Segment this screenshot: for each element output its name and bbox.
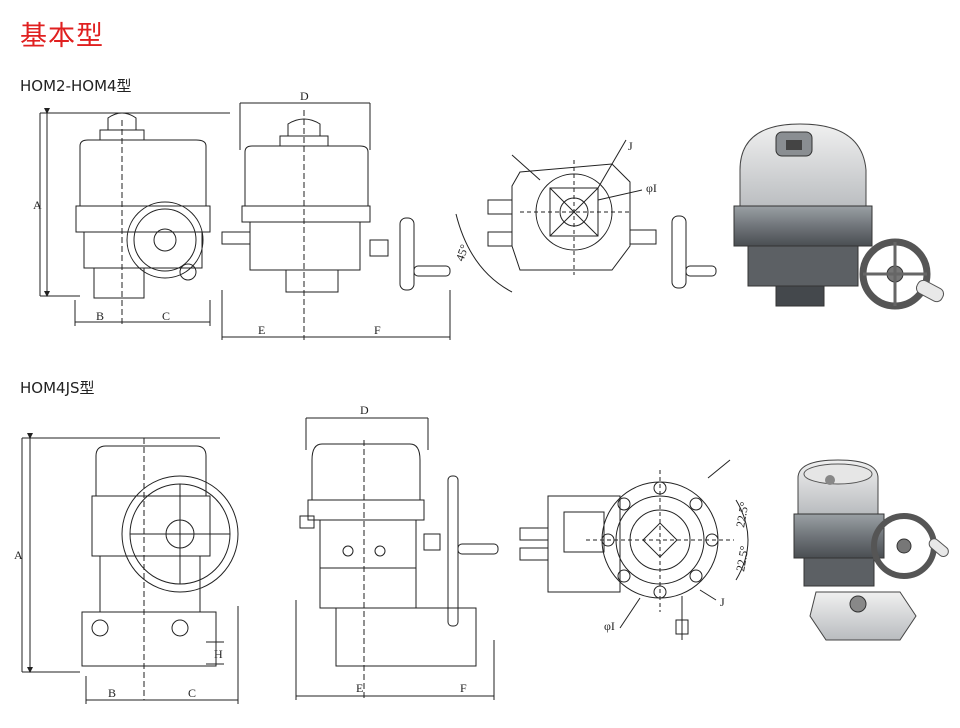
dim-label-f-2: F <box>460 681 467 695</box>
dim-label-h: H <box>214 647 223 661</box>
dim-label-b-1: B <box>96 309 104 323</box>
hom2-top-view <box>455 139 717 293</box>
angle-label-45: 45° <box>453 242 472 263</box>
page-title: 基本型 <box>20 21 104 52</box>
dim-label-e-1: E <box>258 323 265 337</box>
angle-label-22-5-top: 22.5° <box>733 500 751 528</box>
dim-label-d-1: D <box>300 89 309 103</box>
hom4js-3d-render <box>793 459 949 641</box>
dim-label-c-1: C <box>162 309 170 323</box>
dim-label-c-2: C <box>188 686 196 700</box>
dim-label-b-2: B <box>108 686 116 700</box>
hom4js-front-view <box>21 433 239 704</box>
dim-label-j-1: J <box>628 139 633 153</box>
hom4js-top-view <box>519 459 749 640</box>
section-title-hom4js: HOM4JS型 <box>20 379 95 397</box>
dim-label-f-1: F <box>374 323 381 337</box>
hom2-3d-render <box>733 123 945 310</box>
dim-label-i-1: φI <box>646 181 657 195</box>
dim-label-d-2: D <box>360 403 369 417</box>
dim-label-a-1: A <box>33 198 42 212</box>
hom2-side-view <box>221 102 451 340</box>
dim-label-i-2: φI <box>604 619 615 633</box>
dim-label-j-2: J <box>720 595 725 609</box>
hom4js-side-view <box>295 417 499 700</box>
hom2-front-view <box>39 108 230 326</box>
dim-label-e-2: E <box>356 681 363 695</box>
angle-label-22-5-bottom: 22.5° <box>733 544 751 572</box>
section-title-hom2-hom4: HOM2-HOM4型 <box>20 77 132 95</box>
dim-label-a-2: A <box>14 548 23 562</box>
